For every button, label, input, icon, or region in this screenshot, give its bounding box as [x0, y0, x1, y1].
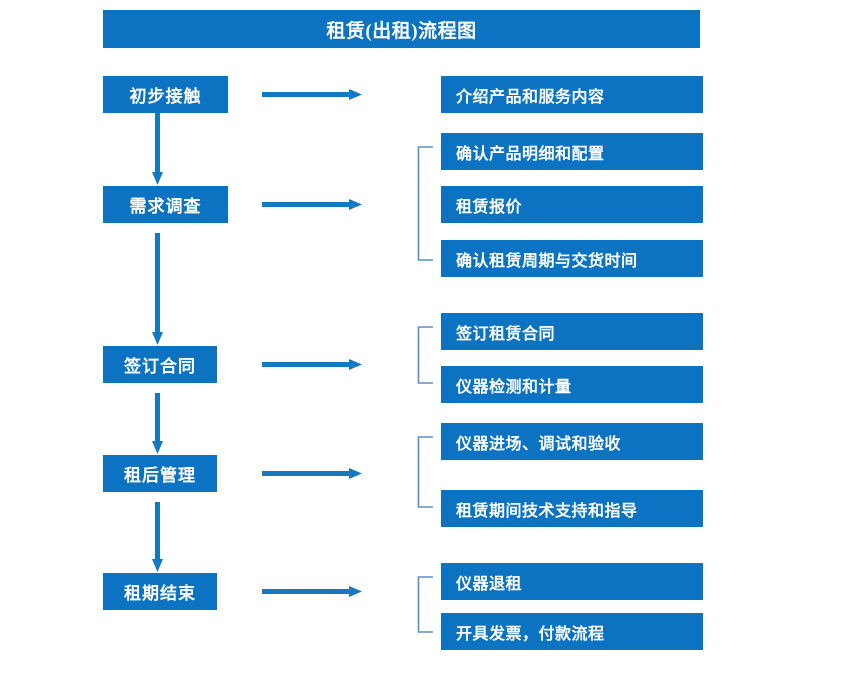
detail-box: 确认产品明细和配置 — [441, 133, 703, 170]
detail-box: 开具发票，付款流程 — [441, 613, 703, 650]
detail-box: 介绍产品和服务内容 — [441, 76, 703, 113]
arrow-down-icon — [149, 113, 167, 185]
bracket-connector-icon — [417, 146, 434, 261]
detail-box: 签订租赁合同 — [441, 313, 703, 350]
stage-box: 签订合同 — [103, 346, 217, 383]
detail-box: 租赁期间技术支持和指导 — [441, 490, 703, 527]
bracket-connector-icon — [417, 576, 434, 633]
bracket-connector-icon — [417, 436, 434, 508]
stage-box: 需求调查 — [103, 186, 228, 223]
detail-box: 仪器检测和计量 — [441, 366, 703, 403]
stage-box: 租后管理 — [103, 455, 217, 492]
arrow-down-icon — [149, 233, 167, 345]
arrow-down-icon — [149, 393, 167, 454]
stage-box: 租期结束 — [103, 573, 217, 610]
page-title: 租赁(出租)流程图 — [103, 10, 700, 48]
arrow-right-icon — [262, 465, 362, 483]
bracket-connector-icon — [417, 326, 434, 384]
arrow-right-icon — [262, 356, 362, 374]
detail-box: 租赁报价 — [441, 186, 703, 223]
arrow-right-icon — [262, 196, 362, 214]
arrow-right-icon — [262, 583, 362, 601]
detail-box: 仪器退租 — [441, 563, 703, 600]
stage-box: 初步接触 — [103, 76, 228, 113]
arrow-right-icon — [262, 86, 362, 104]
detail-box: 仪器进场、调试和验收 — [441, 423, 703, 460]
detail-box: 确认租赁周期与交货时间 — [441, 240, 703, 277]
arrow-down-icon — [149, 502, 167, 572]
